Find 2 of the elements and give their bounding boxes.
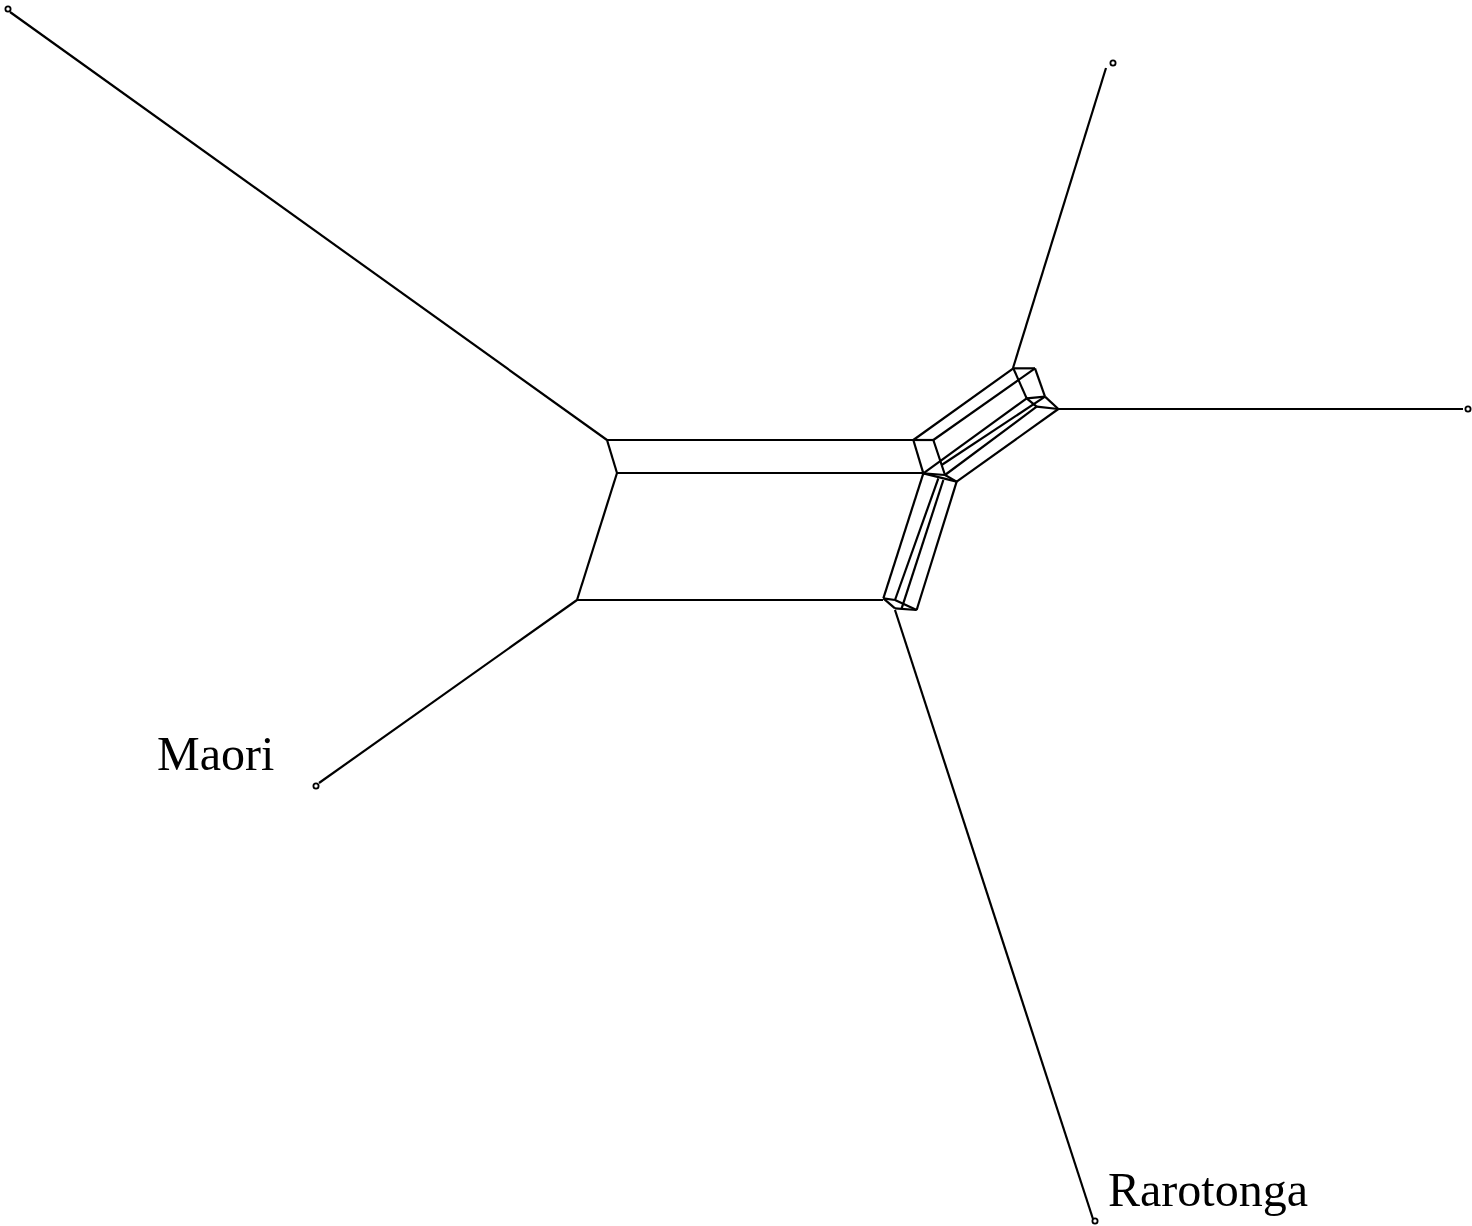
taxon-label: Maori [157, 730, 275, 778]
taxon-label: Rarotonga [1108, 1166, 1308, 1214]
